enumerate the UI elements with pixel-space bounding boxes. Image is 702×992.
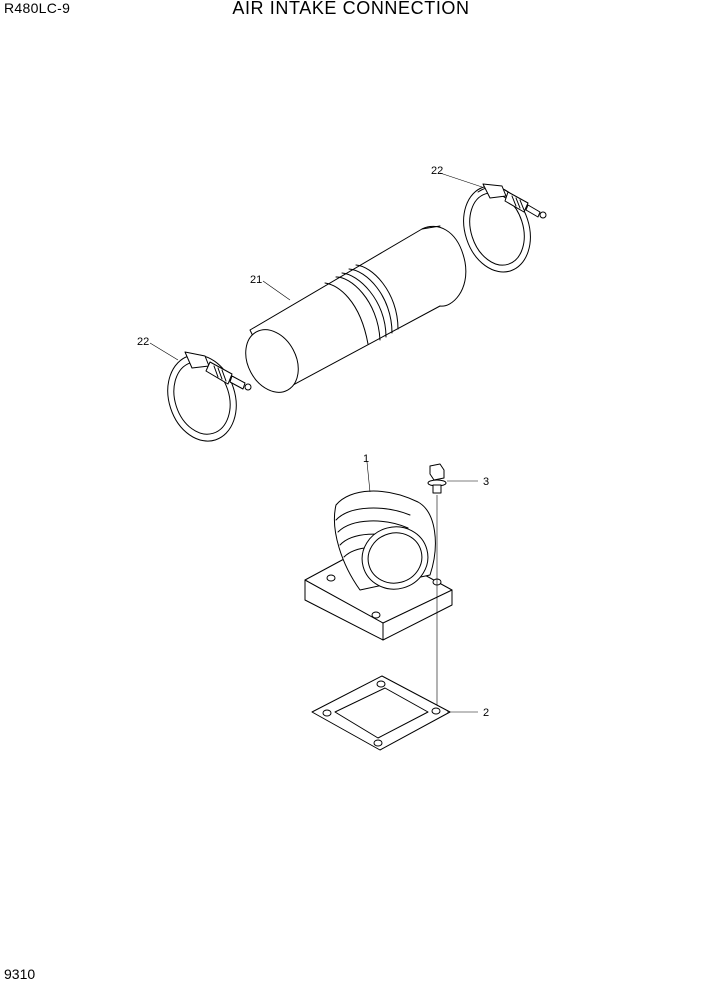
clamp-upper-part (463, 183, 547, 273)
model-number: R480LC-9 (4, 0, 71, 16)
gasket-part (311, 675, 451, 751)
callout-21: 21 (250, 274, 262, 286)
callout-22-upper: 22 (431, 165, 443, 177)
callout-2: 2 (483, 707, 489, 719)
page-title: AIR INTAKE CONNECTION (232, 0, 470, 18)
clamp-lower-part (167, 351, 252, 442)
page-number: 9310 (4, 966, 36, 982)
bolt-part (427, 463, 447, 705)
callout-1: 1 (363, 453, 369, 465)
elbow-part (304, 490, 453, 641)
leader-lines (149, 172, 483, 713)
callout-3: 3 (483, 476, 489, 488)
pipe-part (245, 225, 467, 393)
callout-22-lower: 22 (137, 336, 149, 348)
